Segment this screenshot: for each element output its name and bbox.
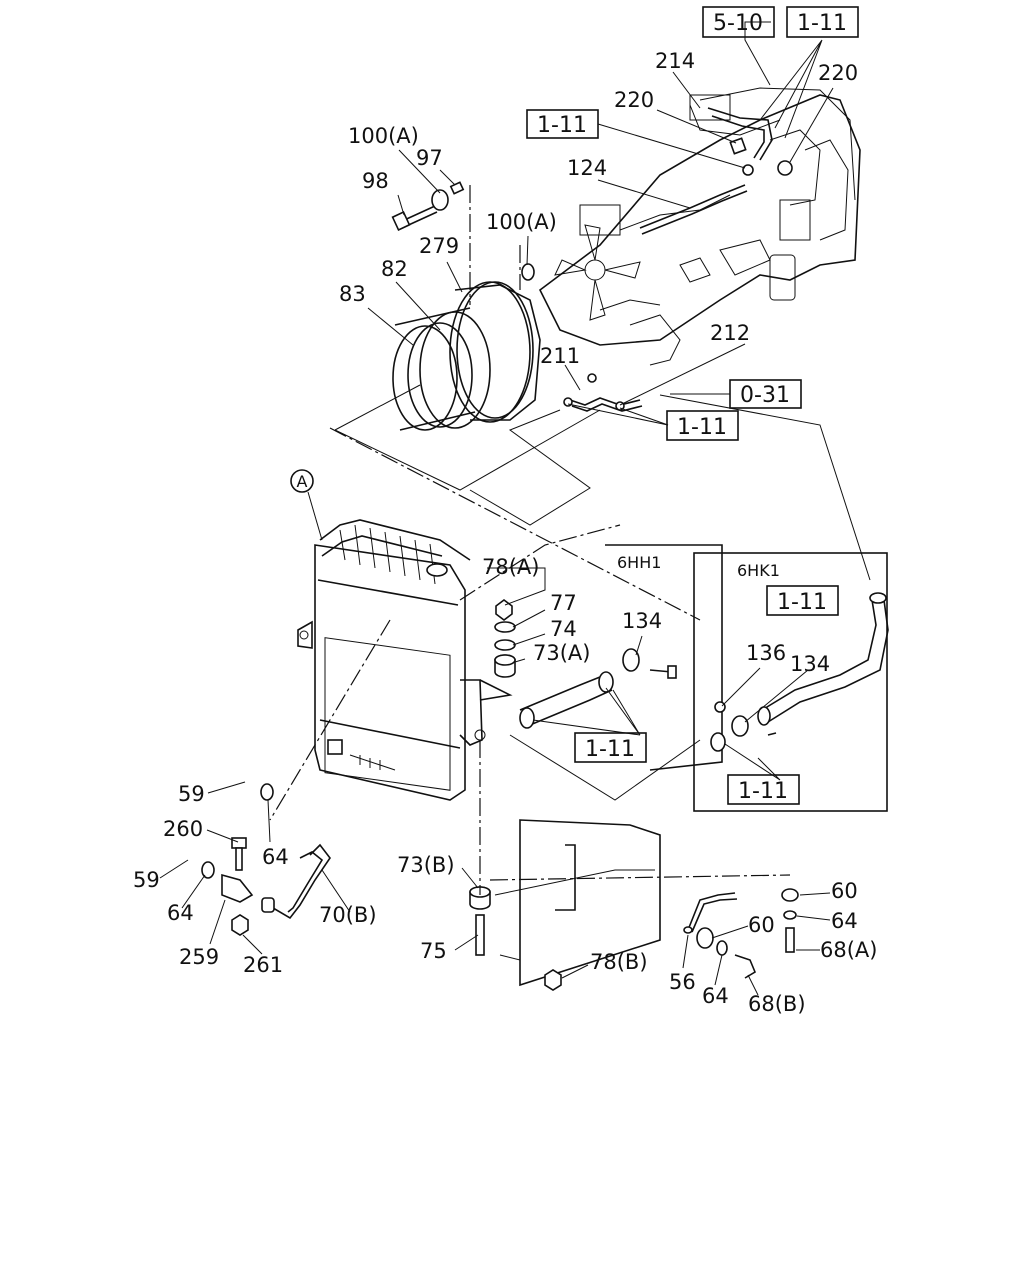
callout-279: 279	[419, 234, 459, 258]
callout-134: 134	[790, 652, 830, 676]
fan-shroud-assembly	[391, 181, 541, 431]
callout-68a: 68(A)	[820, 938, 877, 962]
variant-label-6hh1: 6HH1	[617, 553, 661, 572]
detail-marker-letter: A	[297, 472, 308, 491]
callout-59: 59	[133, 868, 160, 892]
ref-box-0-31[interactable]	[729, 379, 802, 409]
ref-box-1-11[interactable]	[526, 109, 599, 139]
callout-64: 64	[702, 984, 729, 1008]
callout-numbers: 214 220 220 100(A) 97 98 124 100(A) 279 …	[133, 49, 877, 1016]
callout-59: 59	[178, 782, 205, 806]
callout-74: 74	[550, 617, 577, 641]
ref-box-label: 1-11	[585, 737, 635, 762]
ref-box-label: 0-31	[740, 383, 790, 408]
ref-box-5-10[interactable]	[702, 6, 775, 38]
callout-211: 211	[540, 344, 580, 368]
callout-259: 259	[179, 945, 219, 969]
variant-6hh1-box	[519, 544, 723, 771]
callout-124: 124	[567, 156, 607, 180]
callout-261: 261	[243, 953, 283, 977]
frame-bracket	[201, 783, 799, 991]
ref-box-1-11[interactable]	[727, 774, 800, 805]
ref-box-label: 1-11	[797, 11, 847, 36]
ref-box-label: 1-11	[537, 113, 587, 138]
callout-60: 60	[831, 879, 858, 903]
ref-box-label: 5-10	[713, 11, 763, 36]
callout-78a: 78(A)	[482, 555, 539, 579]
callout-75: 75	[420, 939, 447, 963]
radiator-mount-hardware	[494, 599, 516, 678]
callout-leader-lines	[159, 21, 834, 996]
ref-box-label: 1-11	[677, 415, 727, 440]
callout-68b: 68(B)	[748, 992, 806, 1016]
reference-boxes: 5-10 1-11 1-11 0-31 1-11 1-11 1-11 1-11	[526, 6, 859, 805]
callout-214: 214	[655, 49, 695, 73]
callout-134: 134	[622, 609, 662, 633]
callout-77: 77	[550, 591, 577, 615]
callout-64: 64	[831, 909, 858, 933]
ref-box-1-11[interactable]	[766, 585, 839, 616]
variant-label-6hk1: 6HK1	[737, 561, 780, 580]
detail-marker-a: A	[290, 469, 323, 541]
ref-box-1-11[interactable]	[574, 732, 647, 763]
callout-260: 260	[163, 817, 203, 841]
callout-73a: 73(A)	[533, 641, 590, 665]
callout-100a: 100(A)	[486, 210, 557, 234]
radiator-assembly	[297, 519, 513, 801]
callout-56: 56	[669, 970, 696, 994]
callout-220: 220	[614, 88, 654, 112]
callout-78b: 78(B)	[590, 950, 648, 974]
ref-box-label: 1-11	[738, 779, 788, 804]
ref-box-1-11[interactable]	[786, 6, 859, 38]
callout-136: 136	[746, 641, 786, 665]
callout-212: 212	[710, 321, 750, 345]
callout-73b: 73(B)	[397, 853, 455, 877]
fan-icon	[554, 224, 641, 321]
variant-6hk1-box	[693, 552, 889, 812]
callout-64: 64	[167, 901, 194, 925]
ref-box-1-11[interactable]	[666, 410, 739, 441]
callout-100a: 100(A)	[348, 124, 419, 148]
callout-60: 60	[748, 913, 775, 937]
assembly-center-lines	[269, 185, 871, 895]
engine-assembly	[538, 87, 861, 412]
callout-70b: 70(B)	[319, 903, 377, 927]
callout-98: 98	[362, 169, 389, 193]
callout-83: 83	[339, 282, 366, 306]
callout-220: 220	[818, 61, 858, 85]
callout-82: 82	[381, 257, 408, 281]
callout-97: 97	[416, 146, 443, 170]
callout-64: 64	[262, 845, 289, 869]
ref-box-label: 1-11	[777, 590, 827, 615]
